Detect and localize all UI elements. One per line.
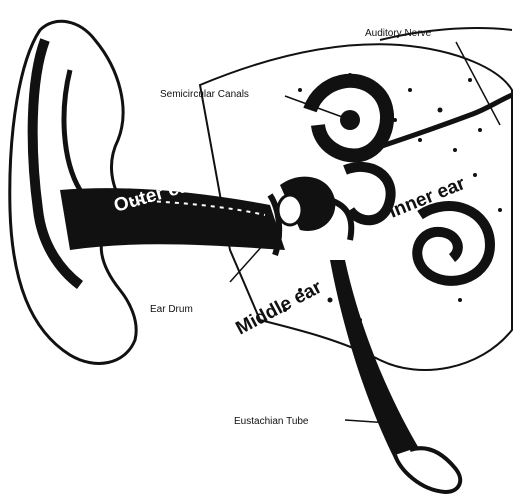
label-ear-drum: Ear Drum — [150, 304, 193, 315]
label-eustachian-tube: Eustachian Tube — [234, 416, 309, 427]
label-semicircular-canals: Semicircular Canals — [160, 89, 249, 100]
label-auditory-nerve: Auditory Nerve — [365, 28, 432, 39]
